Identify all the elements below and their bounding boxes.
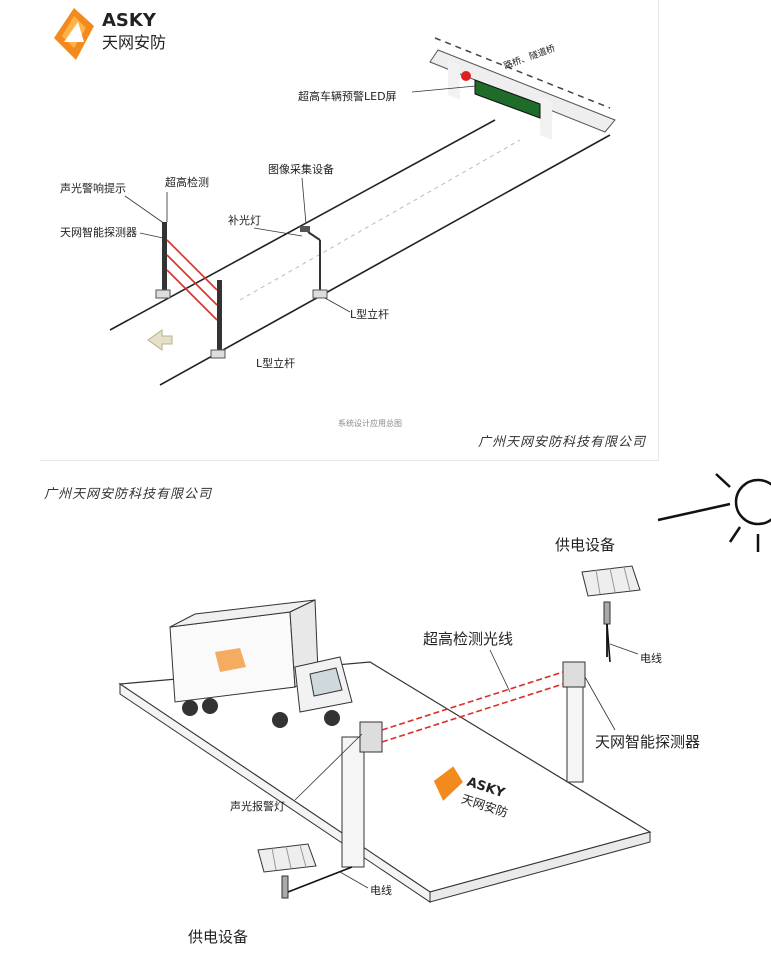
beam-label: 超高检测光线 <box>423 630 513 648</box>
bridge-tag: 路桥、隧道桥 <box>502 42 557 72</box>
alarm-light-label: 声光报警灯 <box>230 799 285 813</box>
detector-pole-left <box>155 222 171 299</box>
detector-label: 天网智能探测器 <box>60 225 137 239</box>
camera-pole <box>300 226 328 299</box>
led-screen-label: 超高车辆预警LED屏 <box>298 89 397 103</box>
sun-icon <box>657 473 771 552</box>
detector-box-left <box>359 721 383 753</box>
warning-lamp <box>461 71 471 81</box>
detector-box-right <box>562 661 586 688</box>
overview-svg: ASKY 天网安防 路桥、隧道桥 超高车辆预警LED屏 <box>54 8 616 386</box>
truck <box>169 599 353 728</box>
solar-panel-bottom <box>257 843 353 899</box>
camera-icon <box>300 226 310 232</box>
sound-light-label: 声光警响提示 <box>60 181 126 195</box>
asky-logo: ASKY 天网安防 <box>54 8 166 60</box>
fill-light-label: 补光灯 <box>228 213 261 227</box>
direction-arrow-icon <box>147 329 173 351</box>
power-bottom-label: 供电设备 <box>188 928 248 946</box>
detection-beams <box>166 239 218 321</box>
logo-brand: ASKY <box>102 10 157 31</box>
detector-label: 天网智能探测器 <box>595 733 700 751</box>
company-banner: 广州天网安防科技有限公司 <box>44 487 213 502</box>
wire-top-label: 电线 <box>640 651 662 665</box>
l-pole-left-label: L型立杆 <box>256 356 295 370</box>
height-detect-label: 超高检测 <box>165 175 209 189</box>
bridge-structure <box>429 37 616 140</box>
image-capture-label: 图像采集设备 <box>268 162 334 176</box>
pole-left <box>341 721 383 868</box>
system-overview-diagram: ASKY 天网安防 路桥、隧道桥 超高车辆预警LED屏 <box>40 0 659 461</box>
installation-svg: ASKY 天网安防 供电设备 电线 超高检测光线 天网智能探测器 声光报警灯 <box>118 473 771 946</box>
road <box>109 119 611 386</box>
l-pole-right-label: L型立杆 <box>350 307 389 321</box>
wire-bottom-label: 电线 <box>370 883 392 897</box>
detector-pole-right <box>210 280 226 359</box>
logo-name: 天网安防 <box>102 33 166 52</box>
detection-beams <box>381 671 564 743</box>
diagram-caption: 系统设计应用总图 <box>338 419 402 428</box>
pole-right <box>562 661 586 783</box>
solar-panel-top <box>581 565 641 657</box>
installation-diagram: ASKY 天网安防 供电设备 电线 超高检测光线 天网智能探测器 声光报警灯 <box>40 462 771 972</box>
power-top-label: 供电设备 <box>555 536 615 554</box>
led-screen <box>461 71 541 119</box>
company-name-top: 广州天网安防科技有限公司 <box>477 435 646 450</box>
